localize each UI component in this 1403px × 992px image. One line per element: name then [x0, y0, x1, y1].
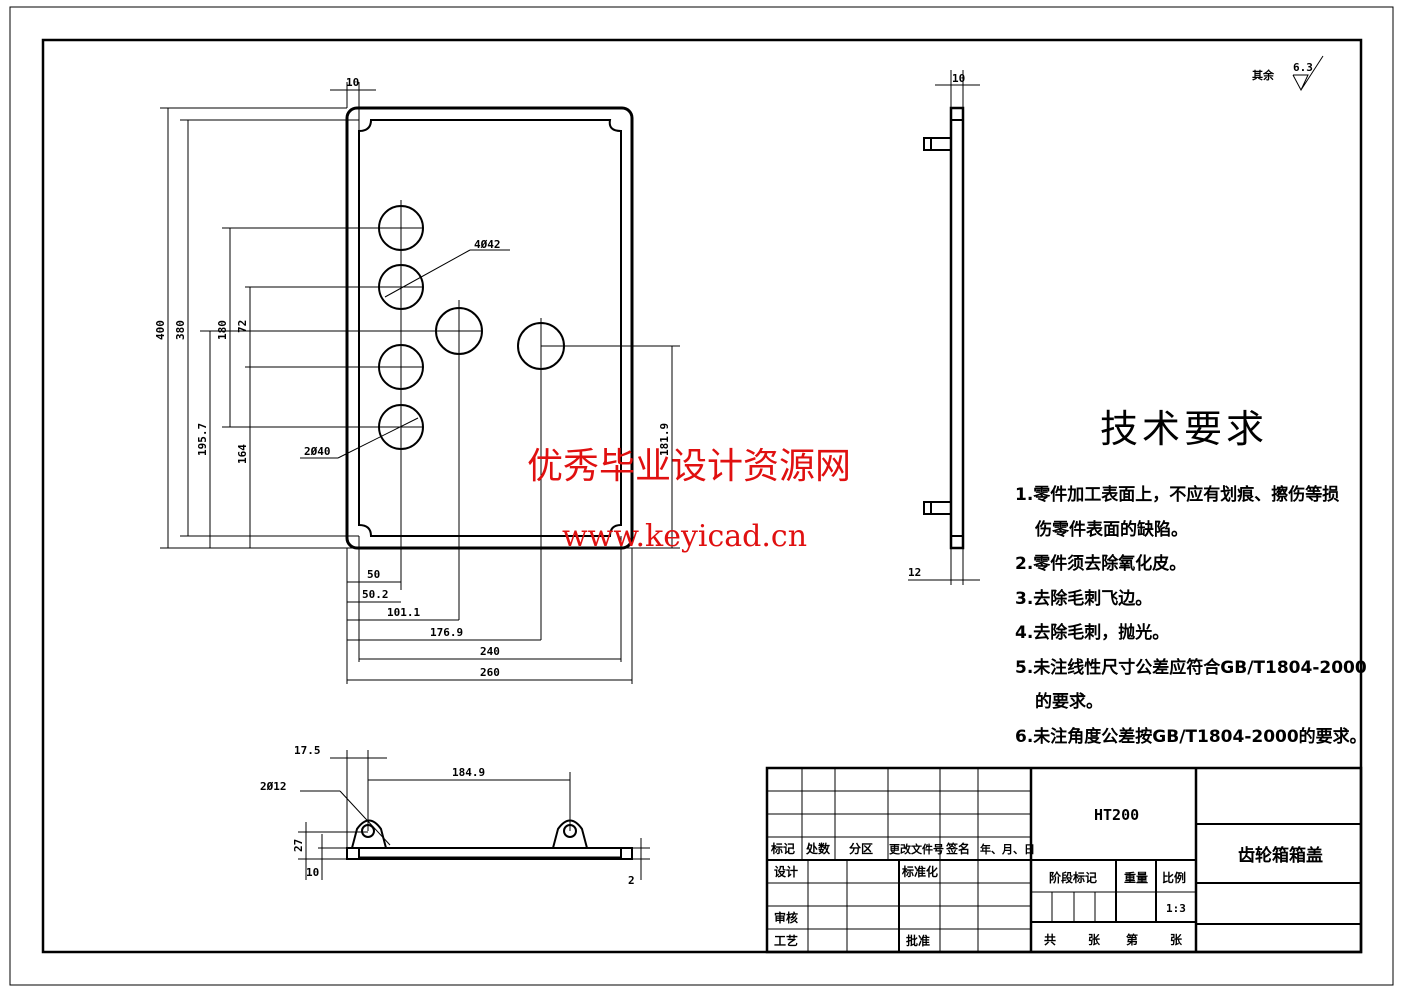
sheet-total-label: 共	[1044, 932, 1056, 947]
role-approve: 批准	[906, 933, 930, 948]
dim-x50-2: 50.2	[362, 588, 389, 601]
dim-180: 180	[216, 320, 229, 340]
scale-value: 1:3	[1166, 902, 1186, 915]
cover-inner-outline	[358, 119, 622, 537]
dim-184-9: 184.9	[452, 766, 485, 779]
tech-requirements-list: 1.零件加工表面上，不应有划痕、擦伤等损 伤零件表面的缺陷。 2.零件须去除氧化…	[1015, 478, 1367, 754]
dim-hole-2x12: 2Ø12	[260, 780, 287, 793]
watermark-line1: 优秀毕业设计资源网	[527, 446, 851, 487]
watermark-line2: www.keyicad.cn	[562, 519, 807, 554]
bottom-view	[298, 750, 650, 880]
rev-header: 分区	[849, 841, 873, 856]
dim-x176-9: 176.9	[430, 626, 463, 639]
weight-label: 重量	[1124, 870, 1148, 885]
dim-72: 72	[236, 320, 249, 333]
role-standard: 标准化	[901, 864, 938, 879]
front-view	[160, 82, 680, 684]
dim-side-bottom: 12	[908, 566, 921, 579]
requirement-item: 5.未注线性尺寸公差应符合GB/T1804-2000	[1015, 657, 1367, 678]
rev-header: 签名	[945, 841, 970, 856]
roughness-value: 6.3	[1293, 61, 1313, 74]
dim-2: 2	[628, 874, 635, 887]
drawing-frame	[41, 38, 1363, 954]
dim-27: 27	[292, 839, 305, 852]
requirement-item-cont: 的要求。	[1035, 692, 1103, 712]
roughness-symbol: 其余 6.3	[1252, 55, 1324, 92]
material: HT200	[1094, 806, 1139, 824]
dim-x260: 260	[480, 666, 500, 679]
title-block	[765, 766, 1363, 954]
sheet-outer-border	[9, 6, 1394, 986]
front-dimension-labels: 10 400 380 180 72 195.7 164 181.9 4Ø42 2…	[154, 76, 671, 679]
ratio-label: 比例	[1162, 870, 1186, 885]
rev-header: 处数	[805, 841, 831, 856]
dim-side-top: 10	[952, 72, 965, 85]
role-process: 工艺	[774, 933, 798, 948]
drawing-title: 齿轮箱箱盖	[1238, 845, 1323, 866]
role-design: 设计	[774, 864, 798, 879]
roughness-label: 其余	[1252, 68, 1275, 82]
side-view	[908, 70, 980, 585]
role-check: 审核	[774, 910, 798, 925]
requirement-item: 1.零件加工表面上，不应有划痕、擦伤等损	[1015, 485, 1340, 505]
rev-header: 年、月、日	[980, 842, 1035, 856]
dim-x50: 50	[367, 568, 380, 581]
dim-164: 164	[236, 444, 249, 464]
dim-x101-1: 101.1	[387, 606, 420, 619]
dim-top-wall: 10	[346, 76, 359, 89]
dim-height-overall: 400	[154, 320, 167, 340]
requirement-item: 2.零件须去除氧化皮。	[1015, 554, 1187, 574]
dim-10: 10	[306, 866, 319, 879]
dim-195-7: 195.7	[196, 423, 209, 456]
sheet-unit-label: 张	[1088, 932, 1101, 947]
dim-height-inner: 380	[174, 320, 187, 340]
stage-mark-label: 阶段标记	[1049, 870, 1097, 885]
requirement-item: 3.去除毛刺飞边。	[1015, 588, 1153, 609]
title-block-text: 标记 处数 分区 更改文件号 签名 年、月、日 设计 标准化 审核 工艺 批准 …	[770, 806, 1323, 948]
dim-x240: 240	[480, 645, 500, 658]
roughness-icon	[1292, 55, 1324, 92]
rev-header: 更改文件号	[889, 842, 944, 856]
dim-181-9: 181.9	[658, 423, 671, 456]
dim-hole-4x42: 4Ø42	[474, 238, 501, 251]
dim-17-5: 17.5	[294, 744, 321, 757]
sheet-number-label: 第	[1126, 932, 1138, 947]
sheet-unit-label: 张	[1170, 932, 1183, 947]
requirement-item: 6.未注角度公差按GB/T1804-2000的要求。	[1015, 726, 1367, 747]
tech-requirements-title: 技术要求	[1100, 407, 1269, 451]
rev-header: 标记	[770, 841, 795, 856]
requirement-item: 4.去除毛刺，抛光。	[1015, 623, 1170, 643]
requirement-item-cont: 伤零件表面的缺陷。	[1035, 519, 1188, 540]
dim-hole-2x40: 2Ø40	[304, 445, 331, 458]
